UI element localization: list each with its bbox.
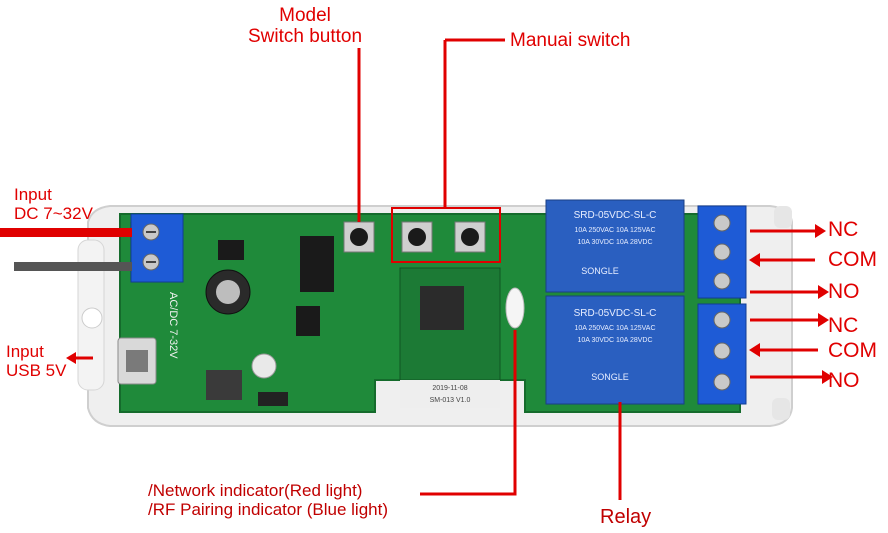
svg-text:10A 30VDC 10A 28VDC: 10A 30VDC 10A 28VDC [577, 239, 652, 246]
terminal-label-no-2: NO [828, 369, 860, 392]
callout-arrowheads [66, 224, 833, 384]
input-dc-label-line2: DC 7~32V [14, 203, 93, 223]
input-dc-callout: Input DC 7~32V [14, 185, 93, 223]
input-wire-dark [14, 262, 132, 271]
relay-label: Relay [600, 506, 652, 528]
ic-chip [300, 236, 334, 292]
diode [258, 392, 288, 406]
relay-1: SRD-05VDC-SL-C 10A 250VAC 10A 125VAC 10A… [545, 199, 685, 293]
input-dc-label-line1: Input [14, 185, 52, 204]
terminal-label-com-2: COM [828, 339, 877, 362]
input-usb-callout: Input USB 5V [6, 342, 67, 380]
module-version: SM-013 V1.0 [430, 397, 471, 404]
svg-text:10A 30VDC 10A 28VDC: 10A 30VDC 10A 28VDC [577, 337, 652, 344]
dc-terminal-block [130, 213, 184, 283]
model-switch-label-line1: Model [279, 5, 331, 26]
model-switch-callout: Model Switch button [248, 5, 363, 48]
callout-lines [76, 38, 822, 500]
input-wire-red [0, 228, 132, 237]
terminal-label-nc-2: NC [828, 314, 859, 337]
input-usb-label-line1: Input [6, 342, 44, 361]
terminal-label-com-1: COM [828, 248, 877, 271]
manual-switch-button-1[interactable] [401, 221, 433, 253]
usb-port [117, 337, 157, 385]
terminal-label-no-1: NO [828, 280, 860, 303]
manual-switch-button-2[interactable] [454, 221, 486, 253]
output-terminal-block-1 [697, 205, 747, 299]
rf-indicator-label: /RF Pairing indicator (Blue light) [148, 499, 388, 519]
svg-text:SONGLE: SONGLE [591, 372, 629, 382]
manual-switch-label: Manuai switch [510, 30, 631, 51]
ic-chip-2 [218, 240, 244, 260]
small-capacitor [251, 353, 277, 379]
model-switch-label-line2: Switch button [248, 25, 363, 47]
wifi-module: 2019-11-08 SM-013 V1.0 [399, 267, 501, 408]
indicator-callout: /Network indicator(Red light) /RF Pairin… [148, 481, 388, 519]
network-indicator-label: /Network indicator(Red light) [148, 481, 363, 500]
svg-text:10A 250VAC 10A 125VAC: 10A 250VAC 10A 125VAC [574, 227, 655, 234]
electrolytic-capacitor [205, 269, 251, 315]
indicator-led [505, 287, 525, 329]
output-terminal-block-2 [697, 303, 747, 405]
terminal-label-nc-1: NC [828, 218, 859, 241]
svg-text:SRD-05VDC-SL-C: SRD-05VDC-SL-C [574, 308, 657, 319]
svg-text:SONGLE: SONGLE [581, 266, 619, 276]
svg-text:SRD-05VDC-SL-C: SRD-05VDC-SL-C [574, 210, 657, 221]
model-switch-button[interactable] [343, 221, 375, 253]
board-voltage-label: AC/DC 7-32V [167, 292, 179, 359]
input-usb-label-line2: USB 5V [6, 360, 67, 380]
ic-chip-3 [296, 306, 320, 336]
relay-2: SRD-05VDC-SL-C 10A 250VAC 10A 125VAC 10A… [545, 295, 685, 405]
svg-text:10A 250VAC 10A 125VAC: 10A 250VAC 10A 125VAC [574, 325, 655, 332]
module-date: 2019-11-08 [432, 385, 467, 392]
inductor [206, 370, 242, 400]
